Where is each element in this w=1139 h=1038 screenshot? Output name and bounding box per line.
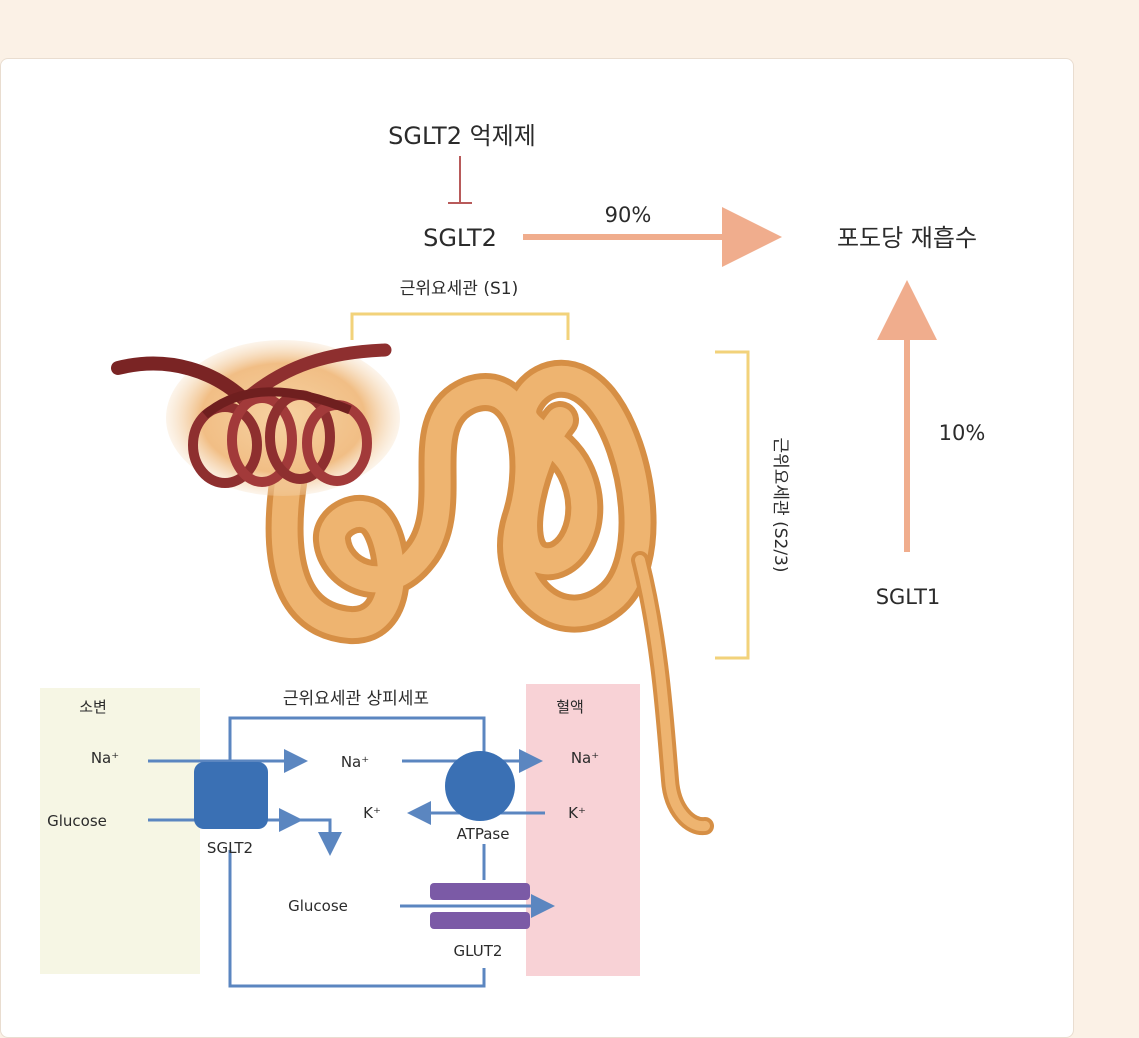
proximal-tubule-illustration [265, 359, 714, 836]
glucose-mid-label: Glucose [288, 897, 348, 915]
sglt2-transporter-icon [194, 762, 268, 829]
k-right-label: K⁺ [568, 804, 586, 822]
glucose-left-label: Glucose [47, 812, 107, 830]
glomerulus-illustration [111, 340, 400, 496]
s23-bracket [715, 350, 750, 660]
na-left-label: Na⁺ [91, 749, 119, 767]
s1-bracket [350, 312, 570, 340]
urine-zone [40, 688, 200, 974]
percent-10-label: 10% [939, 421, 986, 445]
na-right-label: Na⁺ [571, 749, 599, 767]
reabsorption-label: 포도당 재흡수 [837, 224, 977, 252]
glucose-down-arrow [268, 818, 342, 856]
s1-label: 근위요세관 (S1) [400, 279, 518, 299]
epithelium-label: 근위요세관 상피세포 [283, 689, 429, 709]
s23-label: 근위요세관 (S2/3) [770, 437, 790, 572]
sglt1-label: SGLT1 [876, 585, 941, 609]
inhibitor-label: SGLT2 억제제 [388, 122, 536, 150]
k-mid-label: K⁺ [363, 804, 381, 822]
atpase-label: ATPase [457, 825, 510, 843]
sglt2-cell-label: SGLT2 [207, 839, 253, 857]
sglt2-top-label: SGLT2 [423, 224, 497, 252]
inhibition-bar [448, 156, 472, 204]
urine-label: 소변 [79, 698, 107, 716]
na-mid-label: Na⁺ [341, 753, 369, 771]
glut2-channel-icon [430, 883, 530, 929]
atpase-pump-icon [445, 751, 515, 821]
blood-label: 혈액 [556, 698, 584, 716]
blood-zone [526, 684, 640, 976]
percent-90-label: 90% [605, 203, 652, 227]
glut2-label: GLUT2 [454, 942, 503, 960]
